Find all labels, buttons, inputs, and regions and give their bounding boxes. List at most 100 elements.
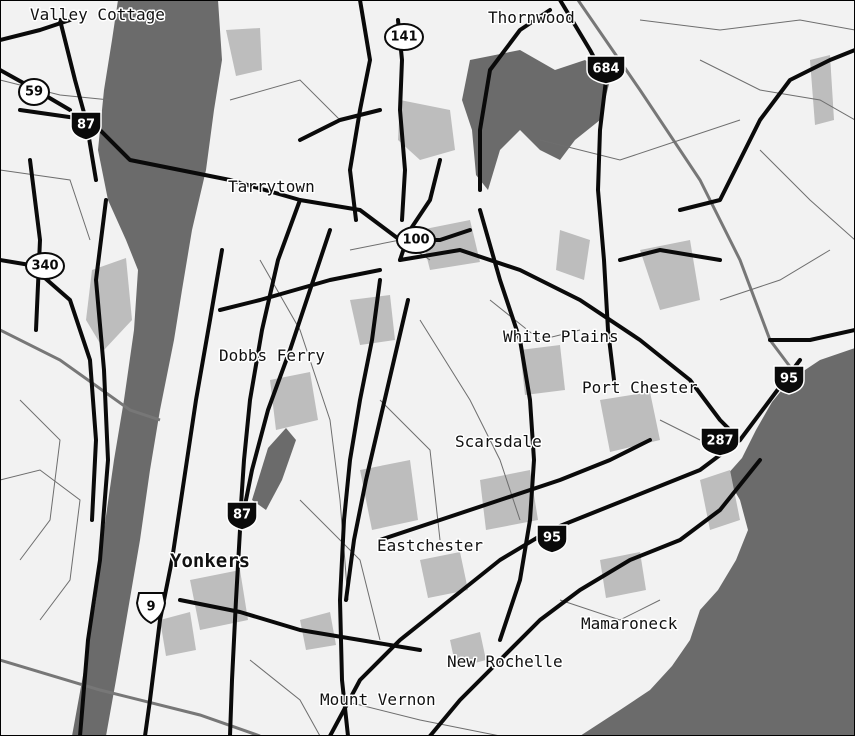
park-area xyxy=(190,570,248,630)
route-shield-r340: 340 xyxy=(25,252,65,280)
park-area xyxy=(556,230,590,280)
route-shield-i87-north: 87 xyxy=(70,111,102,141)
shield-label: 141 xyxy=(390,30,417,45)
shield-shape xyxy=(773,365,805,395)
road-ct-east xyxy=(768,328,855,342)
minor-road xyxy=(539,119,741,161)
kensico-reservoir xyxy=(462,50,610,190)
road-9 xyxy=(143,248,224,736)
route-shield-i95-north: 95 xyxy=(773,365,805,395)
minor-road xyxy=(489,299,581,341)
place-label-dobbs-ferry: Dobbs Ferry xyxy=(219,346,325,365)
minor-road xyxy=(699,59,855,121)
road-east-141 xyxy=(348,0,372,222)
park-area xyxy=(398,100,455,160)
water-layer xyxy=(72,0,855,736)
road-87-north xyxy=(58,18,98,182)
shield-shape xyxy=(384,23,424,51)
shield-label: 87 xyxy=(77,118,95,133)
minor-road xyxy=(419,319,521,521)
park-area xyxy=(480,470,538,530)
place-label-port-chester: Port Chester xyxy=(582,378,698,397)
route-shield-i87-south: 87 xyxy=(226,501,258,531)
park-area xyxy=(270,372,318,430)
park-area xyxy=(810,55,834,125)
place-label-mamaroneck: Mamaroneck xyxy=(581,614,678,633)
shield-shape xyxy=(226,501,258,531)
road-340 xyxy=(0,258,98,522)
route-shield-r141: 141 xyxy=(384,23,424,51)
minor-road xyxy=(229,79,341,121)
road-nw-loop xyxy=(0,18,72,42)
route-shield-i684: 684 xyxy=(586,55,626,85)
road-tarrytown-east xyxy=(298,108,382,142)
minor-road xyxy=(559,599,661,621)
reservoir-small xyxy=(252,428,296,510)
shield-shape xyxy=(700,427,740,457)
route-shield-i287: 287 xyxy=(700,427,740,457)
road-cross-county xyxy=(178,598,422,652)
place-label-thornwood: Thornwood xyxy=(488,8,575,27)
shield-shape xyxy=(536,524,568,554)
shield-label: 9 xyxy=(146,600,155,615)
shield-label: 684 xyxy=(592,62,619,77)
road-saw-mill xyxy=(228,228,332,736)
minor-road xyxy=(19,399,61,561)
shield-label: 87 xyxy=(233,508,251,523)
minor-roads xyxy=(0,19,855,736)
shield-label: 95 xyxy=(543,531,561,546)
route-shield-r59: 59 xyxy=(18,78,50,106)
route-shields: 141 684 59 87 100 340 95 287 87 95 9 xyxy=(18,23,805,625)
place-label-eastchester: Eastchester xyxy=(377,536,483,555)
minor-road xyxy=(379,399,441,541)
shield-label: 340 xyxy=(31,259,58,274)
road-north-east xyxy=(678,48,855,212)
park-area xyxy=(640,240,700,310)
park-area xyxy=(600,552,646,598)
minor-road xyxy=(339,699,501,736)
park-area xyxy=(350,295,395,345)
shield-label: 59 xyxy=(25,85,43,100)
park-area xyxy=(600,392,660,452)
road-ct-north xyxy=(618,248,722,262)
minor-road xyxy=(719,249,831,301)
shield-shape xyxy=(70,111,102,141)
road-scarsdale xyxy=(378,438,652,542)
road-87-thruway xyxy=(238,198,302,522)
road-bronx-river xyxy=(338,278,382,736)
road-9w xyxy=(78,198,110,736)
park-layer xyxy=(86,28,834,668)
shield-label: 287 xyxy=(706,434,733,449)
minor-road xyxy=(659,419,701,441)
place-label-white-plains: White Plains xyxy=(503,327,619,346)
minor-road xyxy=(0,169,91,241)
minor-road xyxy=(0,469,81,621)
place-label-yonkers: Yonkers xyxy=(170,550,250,572)
shield-shape xyxy=(135,592,167,625)
shield-shape xyxy=(25,252,65,280)
county-border xyxy=(0,328,161,422)
road-dobbs xyxy=(218,268,382,312)
minor-road xyxy=(249,659,321,736)
shield-shape xyxy=(586,55,626,85)
minor-road xyxy=(299,499,381,641)
state-border-ny-ct xyxy=(576,0,802,381)
route-shield-r100: 100 xyxy=(396,226,436,254)
park-area xyxy=(226,28,262,76)
road-hutchinson xyxy=(478,208,536,642)
park-area xyxy=(520,345,565,395)
road-1 xyxy=(428,458,762,736)
place-label-scarsdale: Scarsdale xyxy=(455,432,542,451)
route-shield-i95-south: 95 xyxy=(536,524,568,554)
shield-label: 100 xyxy=(402,233,429,248)
route-shield-us9: 9 xyxy=(135,592,167,625)
place-label-tarrytown: Tarrytown xyxy=(228,177,315,196)
park-area xyxy=(160,612,196,656)
place-label-mount-vernon: Mount Vernon xyxy=(320,690,436,709)
minor-road xyxy=(759,149,855,241)
minor-road xyxy=(639,19,855,31)
place-label-new-rochelle: New Rochelle xyxy=(447,652,563,671)
